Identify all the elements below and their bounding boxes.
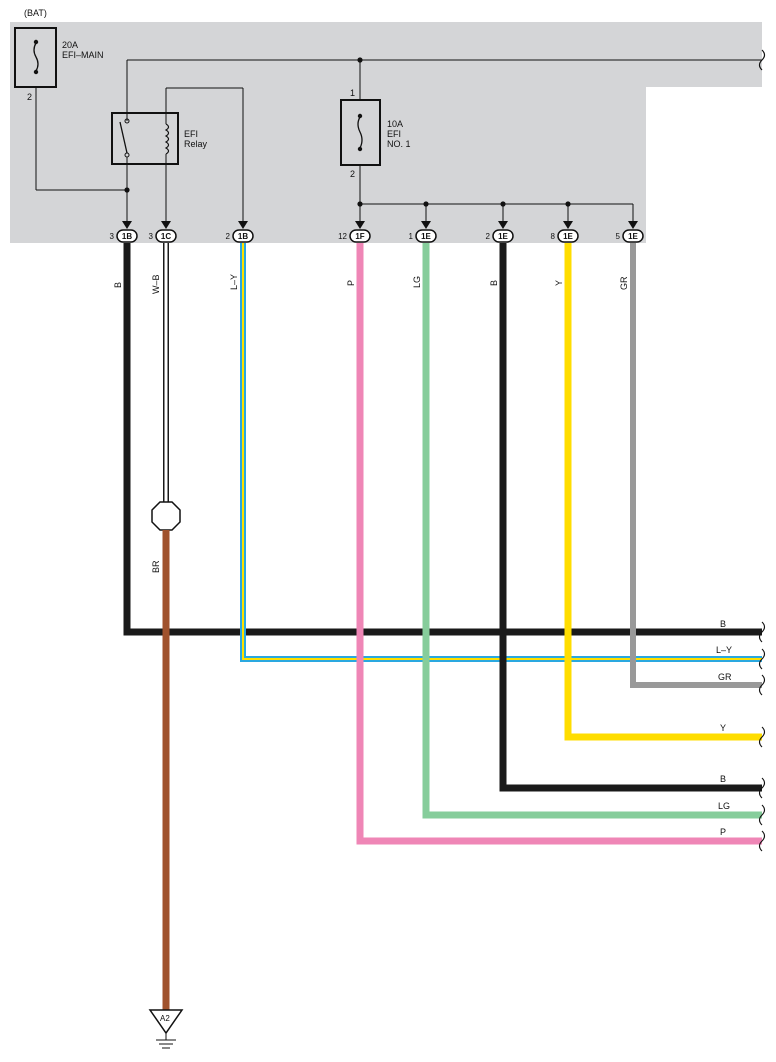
splice-point: [151, 501, 181, 531]
connector-id-6: 1E: [498, 232, 508, 241]
wire-label-1: B: [113, 282, 123, 288]
efi-no1-name: EFI: [387, 129, 401, 139]
wire-break-marks: [758, 621, 766, 852]
connector-pin-1: 3: [110, 232, 115, 241]
relay-label-1: EFI: [184, 129, 198, 139]
connector-pills: [116, 229, 644, 243]
internal-wiring: [35, 59, 762, 222]
connector-pin-7: 8: [551, 232, 556, 241]
right-label-y: Y: [720, 723, 726, 733]
wire-break-mark: [758, 49, 766, 71]
connector-pin-2: 3: [149, 232, 154, 241]
wire-label-5: LG: [412, 276, 422, 288]
right-label-b-1: B: [720, 619, 726, 629]
junction-block-panel: [10, 22, 762, 243]
connector-id-7: 1E: [563, 232, 573, 241]
connector-pin-5: 1: [409, 232, 414, 241]
wire-label-8: GR: [619, 276, 629, 290]
efi-no1-name2: NO. 1: [387, 139, 411, 149]
wire-b-1: [123, 243, 762, 636]
efi-no1-fuse: 1 2 10A EFI NO. 1: [340, 88, 411, 179]
wire-p: [356, 243, 762, 845]
efi-main-rating: 20A: [62, 40, 78, 50]
wire-label-br: BR: [151, 560, 161, 573]
connector-id-2: 1C: [161, 232, 171, 241]
relay-label-2: Relay: [184, 139, 208, 149]
connector-pin-4: 12: [338, 232, 347, 241]
efi-main-fuse: 20A EFI–MAIN 2: [14, 27, 104, 102]
junction-dots: [124, 57, 571, 207]
ground-point: A2: [148, 1009, 184, 1049]
efi-main-pin: 2: [27, 92, 32, 102]
wire-lg: [422, 243, 762, 819]
wire-label-7: Y: [554, 280, 564, 286]
connector-pin-8: 5: [616, 232, 621, 241]
efi-no1-rating: 10A: [387, 119, 403, 129]
efi-relay: EFI Relay: [111, 112, 208, 165]
connector-id-1: 1B: [122, 232, 132, 241]
connector-pin-6: 2: [486, 232, 491, 241]
right-label-gr: GR: [718, 672, 732, 682]
connector-id-3: 1B: [238, 232, 248, 241]
connector-id-5: 1E: [421, 232, 431, 241]
wire-label-3: L–Y: [229, 274, 239, 290]
wire-l-y-stripe: [242, 243, 762, 660]
wire-label-4: P: [346, 280, 356, 286]
efi-no1-pin-bottom: 2: [350, 169, 355, 179]
connector-id-4: 1F: [355, 232, 364, 241]
right-label-p: P: [720, 827, 726, 837]
bat-label: (BAT): [24, 8, 47, 18]
connector-id-8: 1E: [628, 232, 638, 241]
wire-y: [564, 243, 762, 741]
efi-main-name: EFI–MAIN: [62, 50, 104, 60]
connector-arrows: [122, 221, 638, 229]
right-label-lg: LG: [718, 801, 730, 811]
wire-gr: [630, 243, 762, 688]
wire-label-6: B: [489, 280, 499, 286]
wire-label-2: W–B: [151, 274, 161, 294]
wire-b-2: [499, 243, 762, 792]
connector-pin-3: 2: [226, 232, 231, 241]
right-label-b-2: B: [720, 774, 726, 784]
ground-label: A2: [160, 1014, 170, 1023]
efi-no1-pin-top: 1: [350, 88, 355, 98]
right-label-l-y: L–Y: [716, 645, 732, 655]
